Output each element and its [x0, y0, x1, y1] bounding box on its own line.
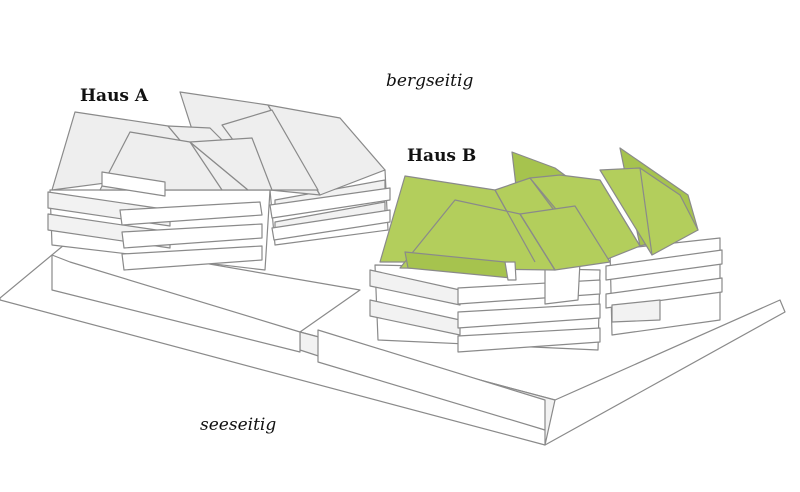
label-haus-a: Haus A — [80, 86, 149, 106]
terrain — [0, 239, 786, 446]
haus-b-building — [369, 147, 723, 353]
label-bergseitig: bergseitig — [386, 71, 473, 91]
label-seeseitig: seeseitig — [200, 415, 276, 435]
label-haus-b: Haus B — [407, 146, 476, 166]
haus-a-building — [47, 91, 391, 271]
